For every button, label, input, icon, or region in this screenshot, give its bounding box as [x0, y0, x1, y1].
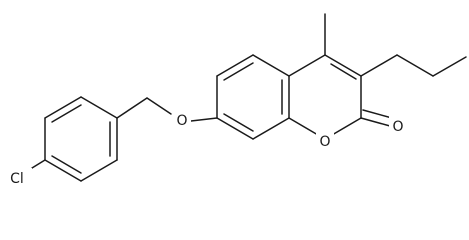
atom-label-chlorine: Cl [2, 168, 32, 188]
pyranone-ring [288, 54, 362, 136]
benzo-ring [216, 54, 290, 140]
chlorine-bond [31, 159, 46, 169]
svg-text:O: O [392, 119, 403, 135]
svg-text:O: O [319, 134, 330, 150]
structure-canvas: O O O Cl [2, 13, 467, 188]
carbonyl-bond [360, 109, 393, 127]
svg-text:Cl: Cl [10, 171, 24, 187]
atom-label-ring-oxygen: O [316, 131, 334, 151]
ether-linkage [116, 97, 218, 122]
atom-label-ether-oxygen: O [173, 110, 191, 130]
propyl-chain [360, 54, 467, 77]
molecule-diagram: O O O Cl [2, 13, 467, 188]
svg-text:O: O [176, 113, 187, 129]
chlorophenyl-ring [44, 96, 118, 182]
atom-label-carbonyl-oxygen: O [389, 116, 407, 136]
